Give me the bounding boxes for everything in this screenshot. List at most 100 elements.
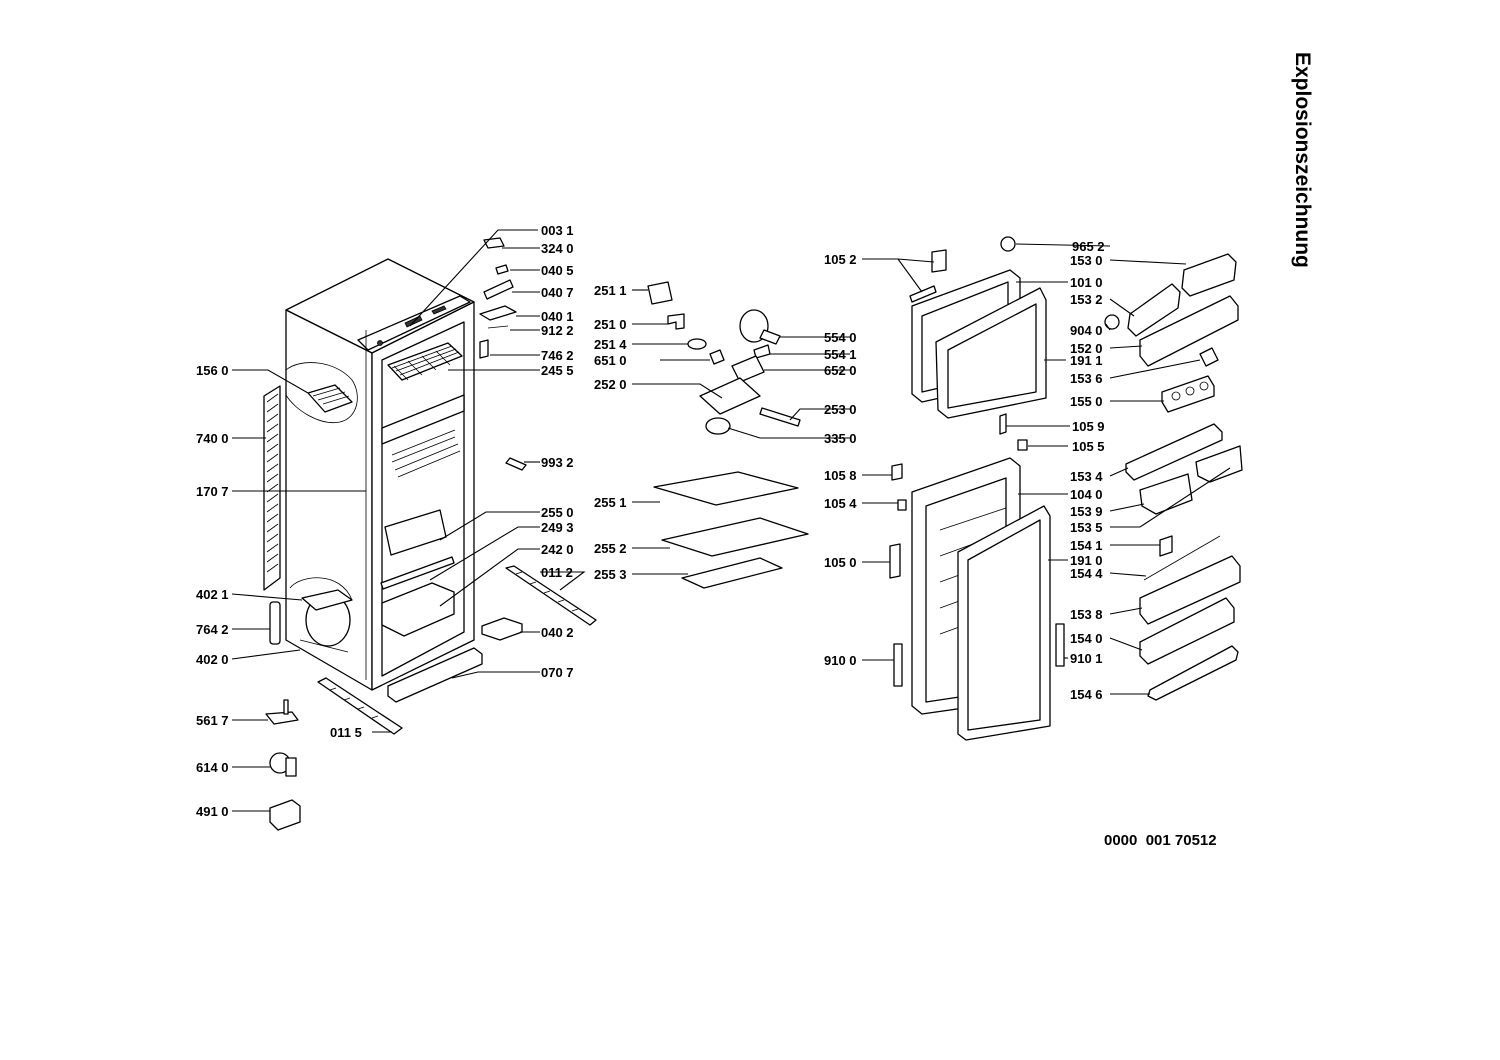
label-105-2: 105 2 [824, 252, 857, 267]
label-011-5: 011 5 [330, 725, 362, 740]
part-153-4 [1125, 423, 1223, 481]
label-242-0: 242 0 [541, 542, 574, 557]
label-191-0: 191 0 [1070, 553, 1103, 568]
plinth-070-7 [387, 647, 483, 703]
label-003-1: 003 1 [541, 223, 574, 238]
label-651-0: 651 0 [594, 353, 627, 368]
detail-bubble [285, 362, 358, 424]
label-255-3: 255 3 [594, 567, 627, 582]
label-152-0: 152 0 [1070, 341, 1103, 356]
label-155-0: 155 0 [1070, 394, 1103, 409]
part-554-0 [739, 309, 769, 343]
label-170-7: 170 7 [196, 484, 229, 499]
part-491-0 [269, 799, 301, 831]
shelf-255-3 [681, 557, 783, 589]
label-491-0: 491 0 [196, 804, 229, 819]
label-965-2: 965 2 [1072, 239, 1105, 254]
part-965-2 [1000, 236, 1016, 252]
label-561-7: 561 7 [196, 713, 229, 728]
label-154-0: 154 0 [1070, 631, 1103, 646]
part-040-5 [495, 264, 509, 275]
part-154-0 [1139, 597, 1235, 665]
label-153-2: 153 2 [1070, 292, 1103, 307]
label-324-0: 324 0 [541, 241, 574, 256]
label-746-2: 746 2 [541, 348, 574, 363]
label-154-1: 154 1 [1070, 538, 1103, 553]
part-105-4 [897, 499, 907, 511]
label-253-0: 253 0 [824, 402, 857, 417]
part-153-2 [1127, 283, 1181, 337]
label-153-8: 153 8 [1070, 607, 1103, 622]
part-105-2-top [931, 249, 947, 273]
part-105-9 [999, 413, 1007, 435]
label-040-5: 040 5 [541, 263, 574, 278]
label-251-4: 251 4 [594, 337, 627, 352]
part-105-5 [1017, 439, 1028, 451]
part-993-2 [505, 457, 527, 471]
label-153-5: 153 5 [1070, 520, 1103, 535]
label-554-1: 554 1 [824, 347, 857, 362]
leader-lines [231, 229, 1231, 812]
part-040-1 [479, 305, 517, 321]
freezer-door [911, 269, 1047, 419]
label-191-1: 191 1 [1070, 353, 1103, 368]
label-040-7: 040 7 [541, 285, 574, 300]
label-154-6: 154 6 [1070, 687, 1103, 702]
label-993-2: 993 2 [541, 455, 574, 470]
part-251-4 [687, 338, 707, 350]
part-156-0 [307, 384, 353, 413]
label-255-0: 255 0 [541, 505, 574, 520]
label-910-1: 910 1 [1070, 651, 1103, 666]
label-554-0: 554 0 [824, 330, 857, 345]
part-153-8 [1139, 555, 1241, 625]
label-245-5: 245 5 [541, 363, 574, 378]
part-152-0 [1139, 295, 1239, 367]
part-253-0 [759, 407, 801, 427]
label-105-5: 105 5 [1072, 439, 1105, 454]
part-251-0 [667, 313, 685, 330]
part-652-0 [731, 355, 765, 383]
label-252-0: 252 0 [594, 377, 627, 392]
label-153-0: 153 0 [1070, 253, 1103, 268]
part-153-0 [1181, 253, 1237, 297]
label-153-6: 153 6 [1070, 371, 1103, 386]
part-251-1 [647, 281, 673, 305]
shelf-255-1 [653, 471, 799, 506]
part-764-2 [269, 601, 281, 645]
part-153-9 [1139, 473, 1193, 515]
label-104-0: 104 0 [1070, 487, 1103, 502]
label-335-0: 335 0 [824, 431, 857, 446]
shelf-255-2 [661, 517, 809, 557]
part-252-0 [699, 377, 761, 415]
part-105-8 [891, 463, 903, 481]
label-249-3: 249 3 [541, 520, 574, 535]
label-614-0: 614 0 [196, 760, 229, 775]
label-040-1: 040 1 [541, 309, 574, 324]
label-105-9: 105 9 [1072, 419, 1105, 434]
fridge-door [911, 457, 1051, 741]
part-912-2 [487, 325, 509, 329]
label-764-2: 764 2 [196, 622, 229, 637]
label-912-2: 912 2 [541, 323, 574, 338]
part-746-2 [479, 339, 489, 359]
part-154-4 [1143, 535, 1221, 581]
document-number: 0000 001 70512 [1104, 832, 1217, 849]
part-153-6 [1199, 347, 1219, 367]
part-155-0 [1161, 375, 1215, 413]
label-154-4: 154 4 [1070, 566, 1103, 581]
part-651-0 [709, 349, 725, 365]
label-904-0: 904 0 [1070, 323, 1103, 338]
label-251-0: 251 0 [594, 317, 627, 332]
refrigerator-cabinet [285, 258, 475, 691]
label-251-1: 251 1 [594, 283, 627, 298]
label-255-2: 255 2 [594, 541, 627, 556]
part-910-1 [1055, 623, 1065, 667]
label-011-2: 011 2 [541, 565, 573, 580]
rail-011-5 [317, 677, 403, 735]
callout-labels: 003 1 324 0 040 5 040 7 040 1 912 2 746 … [196, 223, 1105, 819]
label-153-4: 153 4 [1070, 469, 1103, 484]
label-910-0: 910 0 [824, 653, 857, 668]
part-324-0 [483, 237, 505, 249]
part-105-2-bottom [909, 285, 937, 303]
part-105-0 [889, 543, 901, 579]
